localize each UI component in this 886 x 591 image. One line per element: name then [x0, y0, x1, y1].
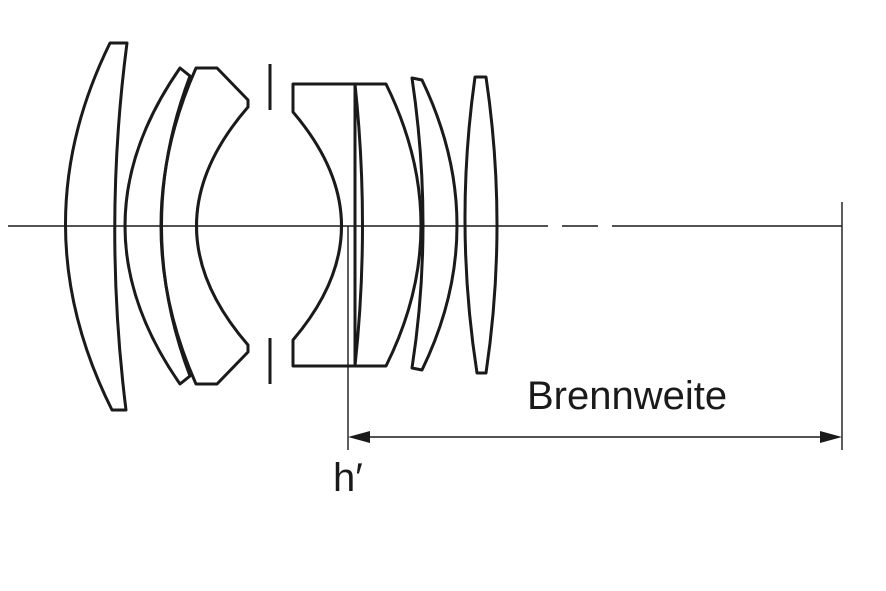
lens-element-6 [410, 76, 459, 372]
arrowhead-right [820, 431, 842, 443]
arrowhead-left [348, 431, 370, 443]
lens-element-7 [463, 75, 499, 375]
focal-length-label: Brennweite [527, 374, 727, 418]
lens-element-1 [64, 41, 129, 412]
principal-plane-label: h′ [333, 456, 363, 500]
lens-element-3 [159, 66, 250, 386]
lens-element-4 [291, 82, 357, 368]
lens-element-5 [353, 82, 423, 368]
focal-length-arrow [348, 431, 842, 443]
